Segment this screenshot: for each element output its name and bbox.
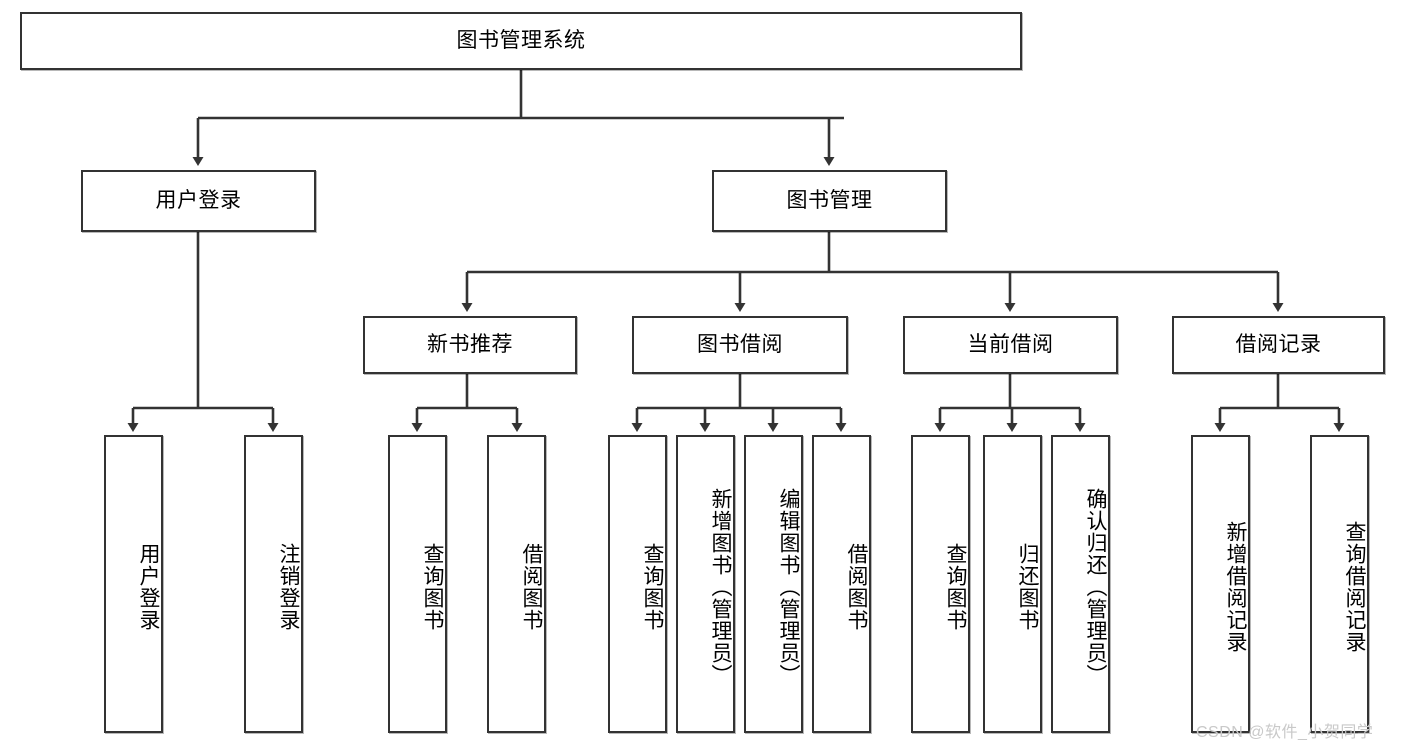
node-label: 查询图书 — [944, 543, 967, 631]
node-current-borrow[interactable]: 当前借阅 — [903, 316, 1118, 374]
node-borrow-record[interactable]: 借阅记录 — [1172, 316, 1385, 374]
node-label: 用户登录 — [155, 189, 242, 213]
node-root-label: 图书管理系统 — [456, 29, 586, 53]
node-label: 确认归还（管理员） — [1084, 488, 1107, 686]
node-user-login[interactable]: 用户登录 — [81, 170, 316, 232]
leaf-query-book-recommend[interactable]: 查询图书 — [388, 435, 447, 733]
node-new-book-recommend[interactable]: 新书推荐 — [363, 316, 577, 374]
leaf-query-book-borrow[interactable]: 查询图书 — [608, 435, 667, 733]
node-label: 查询借阅记录 — [1343, 521, 1366, 653]
leaf-add-book-admin[interactable]: 新增图书（管理员） — [676, 435, 735, 733]
node-label: 借阅记录 — [1235, 333, 1322, 357]
node-label: 编辑图书（管理员） — [777, 488, 800, 686]
node-book-borrow[interactable]: 图书借阅 — [632, 316, 848, 374]
csdn-watermark: CSDN @软件_小贺同学 — [1196, 724, 1374, 741]
leaf-query-borrow-record[interactable]: 查询借阅记录 — [1310, 435, 1369, 733]
node-label: 用户登录 — [137, 543, 160, 631]
leaf-edit-book-admin[interactable]: 编辑图书（管理员） — [744, 435, 803, 733]
node-label: 注销登录 — [277, 543, 300, 631]
leaf-borrow-book[interactable]: 借阅图书 — [812, 435, 871, 733]
node-book-management[interactable]: 图书管理 — [712, 170, 947, 232]
node-label: 图书借阅 — [697, 333, 783, 357]
node-root[interactable]: 图书管理系统 — [20, 12, 1022, 70]
node-label: 归还图书 — [1016, 543, 1039, 631]
node-label: 查询图书 — [641, 543, 664, 631]
leaf-confirm-return-admin[interactable]: 确认归还（管理员） — [1051, 435, 1110, 733]
leaf-return-book[interactable]: 归还图书 — [983, 435, 1042, 733]
node-label: 查询图书 — [421, 543, 444, 631]
node-label: 新增图书（管理员） — [709, 488, 732, 686]
node-label: 新书推荐 — [427, 333, 513, 357]
node-label: 借阅图书 — [520, 543, 543, 631]
leaf-query-book-current[interactable]: 查询图书 — [911, 435, 970, 733]
node-label: 新增借阅记录 — [1224, 521, 1247, 653]
node-label: 借阅图书 — [845, 543, 868, 631]
node-label: 当前借阅 — [967, 333, 1054, 357]
leaf-logout[interactable]: 注销登录 — [244, 435, 303, 733]
leaf-borrow-book-recommend[interactable]: 借阅图书 — [487, 435, 546, 733]
node-label: 图书管理 — [786, 189, 873, 213]
leaf-user-login[interactable]: 用户登录 — [104, 435, 163, 733]
leaf-add-borrow-record[interactable]: 新增借阅记录 — [1191, 435, 1250, 733]
